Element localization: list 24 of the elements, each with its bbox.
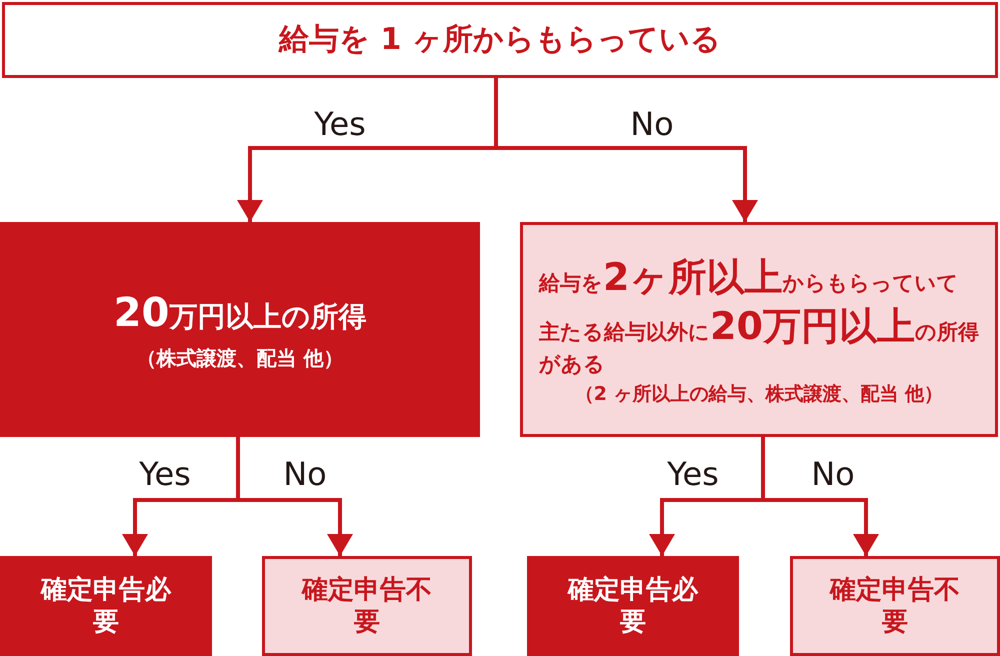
node-note: （株式譲渡、配当 他）	[136, 346, 344, 371]
node-text: 給与を 1 ヶ所からもらっている	[279, 21, 721, 59]
question-box	[2, 2, 998, 78]
edge-label: No	[283, 458, 327, 490]
node-note: （2 ヶ所以上の給与、株式譲渡、配当 他）	[574, 382, 944, 406]
condition-box	[520, 222, 998, 437]
node-text: 確定申告必要	[566, 574, 700, 638]
result-box	[0, 222, 480, 437]
arrow	[236, 437, 351, 556]
result-box	[527, 556, 739, 656]
node-text: 確定申告不要	[300, 574, 433, 638]
result-box	[0, 556, 212, 656]
node-text: 確定申告必要	[39, 574, 172, 638]
arrow	[761, 437, 877, 556]
edge-label: Yes	[667, 458, 719, 490]
edge-label: No	[811, 458, 855, 490]
edge-label: No	[630, 108, 674, 140]
arrow	[494, 78, 756, 222]
result-box	[790, 556, 1000, 656]
node-text: 確定申告不要	[828, 574, 961, 638]
node-text: 20万円以上の所得	[114, 289, 366, 338]
edge-label: Yes	[139, 458, 191, 490]
result-box	[262, 556, 472, 656]
edge-label: Yes	[314, 108, 366, 140]
